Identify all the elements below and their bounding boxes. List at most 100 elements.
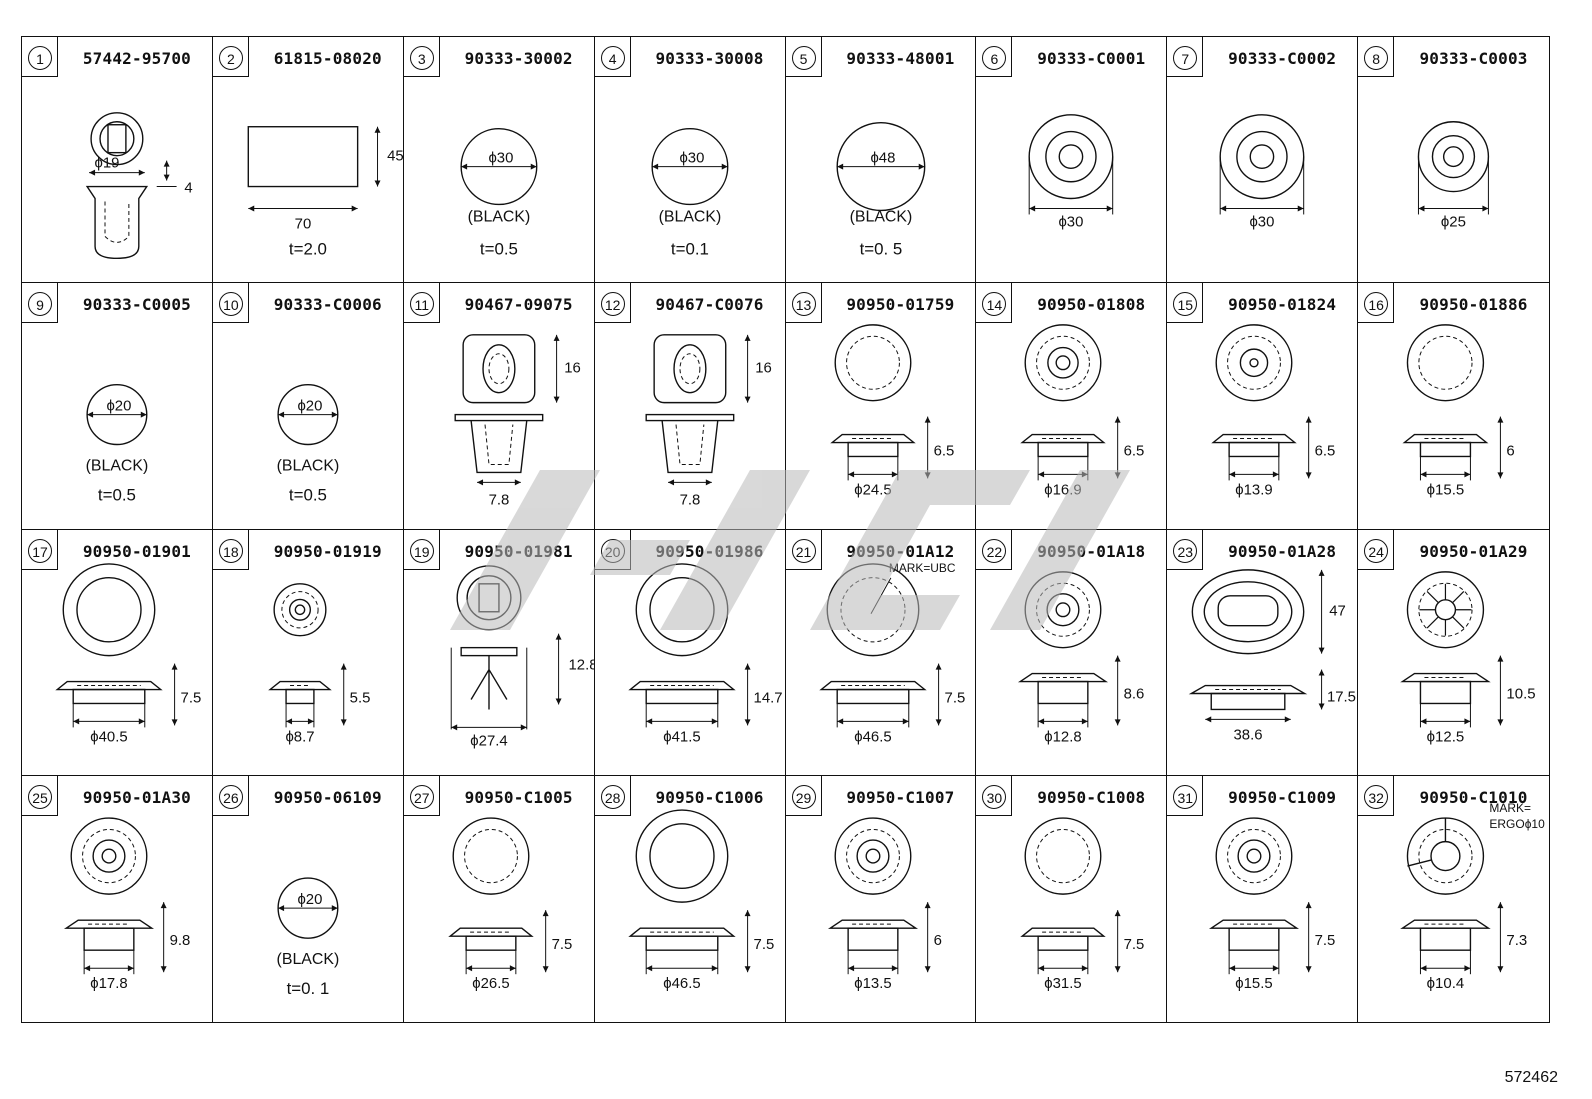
size-label: 16 [564,360,581,377]
part-drawing: 47 38.6 17.5 [1188,568,1356,743]
diameter-label: ϕ26.5 [472,975,509,992]
index-box [403,283,440,324]
item-number: 10 [218,292,243,317]
thickness-label: t=2.0 [289,239,327,258]
size-label: 47 [1329,602,1346,619]
part-drawing: 167.8 [645,334,772,509]
item-number: 26 [218,784,243,809]
height-label: 5.5 [350,689,371,706]
item-number: 17 [28,538,52,563]
diameter-label: ϕ13.5 [854,975,891,992]
item-number: 3 [409,46,434,70]
index-box [403,37,440,77]
index-box [976,37,1013,77]
diameter-label: 7.8 [679,492,700,509]
height-label: 4 [184,180,192,197]
height-label: 7.3 [1507,932,1528,949]
part-drawing: ϕ30 [1219,114,1305,230]
diameter-label: ϕ10.4 [1427,975,1465,992]
part-number: 90950-01A30 [82,787,192,807]
item-number: 4 [600,46,625,70]
index-box [1167,775,1204,816]
diameter-label: ϕ46.5 [663,975,700,992]
item-number: 18 [218,538,243,563]
part-number: 90950-C1007 [846,787,955,807]
color-label: (BLACK) [86,458,149,475]
diameter-label: ϕ17.8 [90,975,127,992]
item-number: 30 [982,784,1007,809]
diameter-label: ϕ24.5 [854,482,891,499]
index-box [594,283,631,324]
height-label: 6.5 [1124,443,1145,460]
height-label: 7.5 [753,936,774,953]
index-box [1358,529,1395,570]
height-label: 8.6 [1124,685,1145,702]
diameter-label: 38.6 [1234,726,1263,743]
part-number: 90950-01824 [1228,295,1337,315]
item-number: 12 [600,292,625,317]
part-drawing: ϕ30 (BLACK) t=0.5 [460,128,538,258]
diameter-label: ϕ30 [1250,213,1275,230]
part-number: 90333-C0002 [1228,49,1337,68]
item-number: 8 [1364,46,1389,70]
item-number: 14 [982,292,1007,317]
thickness-label: t=0.5 [480,239,518,258]
mark-label: MARK=UBC [888,560,955,574]
diameter-label: ϕ15.5 [1236,975,1273,992]
part-drawing: ϕ17.89.8 [63,817,190,992]
item-number: 7 [1173,46,1198,70]
index-box [1167,529,1204,570]
diameter-label: ϕ13.9 [1236,482,1273,499]
item-number: 9 [28,292,52,317]
height-label: 6.5 [1315,443,1336,460]
index-box [22,283,58,324]
part-number: 90950-01759 [846,295,955,315]
part-drawing: ϕ30 [1028,114,1114,230]
item-number: 28 [600,784,625,809]
height-label: 45 [387,148,404,165]
part-drawing: ϕ46.5 7.5 [627,809,774,992]
diameter-label: ϕ20 [106,398,131,415]
part-drawing: ϕ13.9 6.5 [1211,324,1336,499]
width-label: 70 [295,215,312,232]
index-box [976,775,1013,816]
part-drawing: ϕ20(BLACK)t=0. 1 [276,877,339,998]
part-drawing: ϕ40.57.5 [55,562,201,745]
thickness-label: t=0. 5 [859,239,902,258]
diameter-label: ϕ40.5 [90,728,127,745]
height-label: 12.83 [568,656,594,673]
item-number: 32 [1364,784,1389,809]
diameter-label: ϕ41.5 [663,728,700,745]
part-drawing: ϕ48(BLACK)t=0. 5 [836,122,925,258]
color-label: (BLACK) [849,208,912,225]
item-number: 2 [218,46,243,70]
part-drawing: ϕ27.412.83 [450,564,594,749]
height-label: 17.5 [1327,688,1356,705]
item-number: 1 [28,46,52,70]
color-label: (BLACK) [467,208,530,225]
part-drawing: 70 45 t=2.0 [247,126,404,258]
diameter-label: ϕ30 [488,150,513,167]
part-number: 57442-95700 [82,49,192,68]
part-drawing: ϕ30(BLACK)t=0.1 [651,128,729,258]
item-number: 31 [1173,784,1198,809]
part-number: 90950-C1008 [1037,787,1146,807]
part-number: 90950-01A28 [1228,541,1337,561]
thickness-label: t=0.5 [289,486,327,505]
size-label: 16 [755,360,772,377]
height-label: 6 [1507,443,1515,460]
index-box [785,283,822,324]
part-drawing: ϕ12.510.5 [1400,570,1536,745]
part-drawing: 167.8 [454,334,581,509]
